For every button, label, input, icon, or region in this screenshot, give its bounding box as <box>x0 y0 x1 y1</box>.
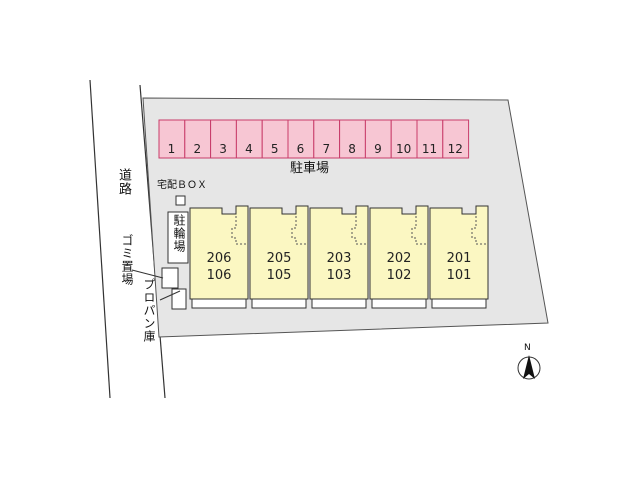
unit-upper-number: 201 <box>446 251 472 266</box>
parking-space-number: 2 <box>193 142 202 156</box>
parking-label: 駐車場 <box>290 161 330 176</box>
delivery-box-icon <box>175 195 186 206</box>
road-label: 道路 <box>116 168 131 196</box>
building-unit <box>429 205 489 309</box>
north-arrow-icon <box>517 355 541 380</box>
parking-space <box>442 119 470 159</box>
unit-lower-number: 101 <box>446 268 472 283</box>
parking-spaces <box>158 119 470 159</box>
parking-space-number: 11 <box>421 142 438 156</box>
parking-space-number: 12 <box>447 142 463 156</box>
parking-space-number: 7 <box>322 142 331 156</box>
garbage-leader <box>131 269 164 279</box>
building-unit <box>309 205 369 309</box>
unit-upper-number: 206 <box>206 251 232 266</box>
propane-label: プロパン庫 <box>142 278 156 343</box>
bicycle-parking-label: 駐輪場 <box>172 214 186 253</box>
unit-lower-number: 105 <box>266 268 292 283</box>
parking-space-number: 5 <box>270 142 279 156</box>
parking-space-number: 3 <box>219 142 227 156</box>
unit-upper-number: 205 <box>266 251 292 266</box>
bicycle-parking <box>167 211 189 264</box>
road-edge-left <box>89 79 111 399</box>
parking-space-number: 8 <box>348 142 356 156</box>
unit-upper-number: 203 <box>326 251 352 266</box>
building-unit <box>249 205 309 309</box>
parking-space <box>364 119 392 159</box>
unit-upper-number: 202 <box>386 251 412 266</box>
building-units <box>189 205 489 309</box>
parking-space <box>313 119 341 159</box>
parking-space <box>158 119 186 159</box>
propane-storage <box>171 288 187 310</box>
parking-space-number: 6 <box>296 142 305 156</box>
garbage-box <box>161 267 179 289</box>
parking-space <box>210 119 237 159</box>
north-label: N <box>524 343 531 353</box>
unit-lower-number: 103 <box>326 268 352 283</box>
unit-lower-number: 106 <box>206 268 232 283</box>
parking-space-number: 10 <box>396 142 412 156</box>
parking-space <box>184 119 212 159</box>
building-unit <box>189 205 249 309</box>
parking-space-number: 4 <box>245 142 253 156</box>
propane-leader <box>159 290 181 301</box>
parking-space-number: 1 <box>167 142 176 156</box>
building-unit <box>369 205 429 309</box>
parking-space <box>390 119 418 159</box>
delivery-box-label: 宅配ＢＯＸ <box>157 180 207 191</box>
garbage-label: ゴミ置場 <box>120 234 134 286</box>
unit-lower-number: 102 <box>386 268 412 283</box>
parking-space-number: 9 <box>374 142 382 156</box>
parking-space <box>339 119 366 159</box>
